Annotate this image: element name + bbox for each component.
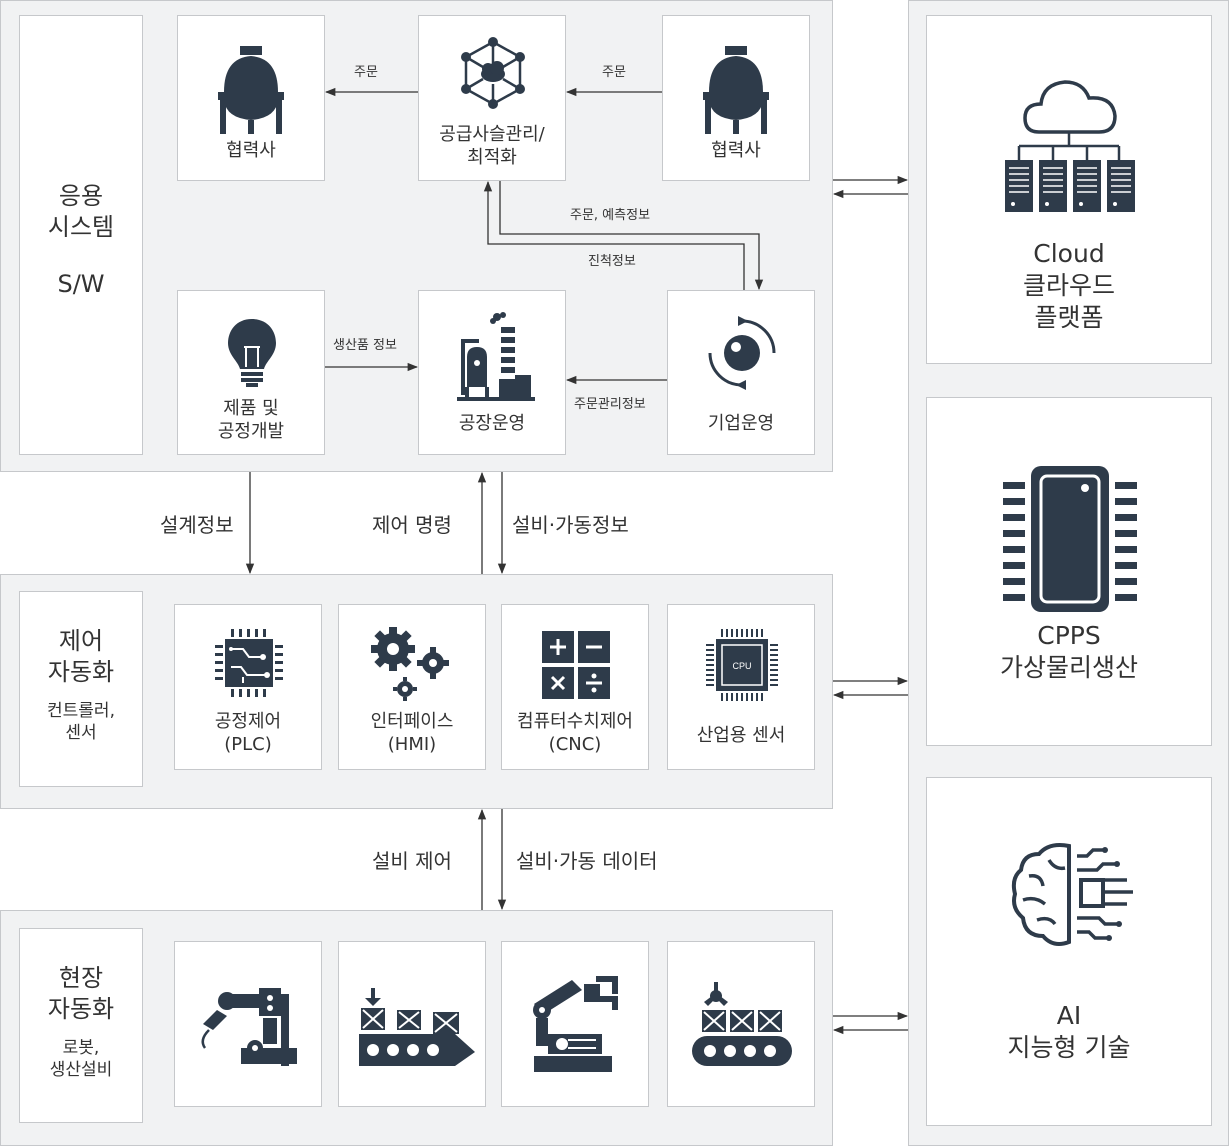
cpps-label-line2: 가상물리생산 (999, 652, 1138, 682)
application-system-label-box: 응용 시스템 S/W (19, 15, 143, 455)
brain-chip-icon (1011, 843, 1133, 946)
gears-icon (371, 627, 449, 701)
partner-right-box: 협력사 (662, 15, 810, 181)
label-control-cmd: 제어 명령 (372, 513, 452, 537)
ai-box: AI 지능형 기술 (926, 777, 1212, 1126)
factory-label: 공장운영 (458, 413, 526, 434)
cloud-label-line1: Cloud (1033, 239, 1105, 268)
eye-cycle-icon (708, 316, 776, 390)
label-order-forecast: 주문, 예측정보 (570, 208, 651, 223)
calculator-icon (542, 631, 610, 699)
mid-sub-line2: 센서 (65, 723, 97, 744)
conveyor-lift-icon (692, 982, 792, 1066)
mid-sub-line1: 컨트롤러, (47, 701, 115, 722)
label-equip-data: 설비·가동 데이터 (516, 849, 658, 873)
partner-left-label: 협력사 (226, 140, 276, 161)
label-design-info: 설계정보 (160, 513, 234, 537)
label-order-right: 주문 (602, 65, 626, 80)
bottom-title-line1: 현장 (58, 964, 104, 992)
conveyor-lift-box (667, 941, 815, 1107)
side-title-line3: S/W (57, 270, 105, 299)
label-equip-control: 설비 제어 (372, 849, 452, 873)
arrow-progress (483, 180, 745, 290)
conveyor-boxes-box (338, 941, 486, 1107)
cpu-text: CPU (732, 661, 751, 671)
bottom-sub-line1: 로봇, (62, 1038, 100, 1059)
chip-icon (1003, 466, 1137, 612)
lightbulb-icon (228, 319, 276, 387)
field-automation-label-box: 현장 자동화 로봇, 생산설비 (19, 928, 143, 1123)
ai-label-line2: 지능형 기술 (1007, 1032, 1131, 1062)
label-product-info: 생산품 정보 (333, 338, 397, 353)
side-title-line1: 응용 (58, 182, 104, 210)
cloud-label-line2: 클라우드 (1022, 270, 1115, 300)
cloud-label-line3: 플랫폼 (1034, 302, 1104, 332)
cpps-box: CPPS 가상물리생산 (926, 397, 1212, 746)
bottom-title-line2: 자동화 (47, 995, 115, 1024)
mid-title-line1: 제어 (58, 627, 104, 655)
control-automation-label-box: 제어 자동화 컨트롤러, 센서 (19, 591, 143, 787)
sensor-box: CPU 산업용 센서 (667, 604, 815, 770)
tank-icon (218, 46, 284, 134)
label-progress-info: 진척정보 (588, 254, 636, 269)
scm-label-line2: 최적화 (467, 146, 517, 168)
scm-label-line1: 공급사슬관리/ (439, 124, 545, 145)
mid-title-line2: 자동화 (47, 658, 115, 687)
robot-arm-box (174, 941, 322, 1107)
circuit-chip-icon (215, 629, 283, 697)
cnc-box: 컴퓨터수치제어 (CNC) (501, 604, 649, 770)
factory-box: 공장운영 (418, 290, 566, 455)
partner-left-box: 협력사 (177, 15, 325, 181)
cloud-server-icon (1005, 80, 1135, 212)
partner-right-label: 협력사 (711, 140, 761, 161)
sensor-label: 산업용 센서 (696, 725, 786, 746)
conveyor-icon (359, 988, 475, 1066)
cnc-label-line1: 컴퓨터수치제어 (517, 711, 633, 732)
hmi-label-line2: (HMI) (387, 733, 437, 755)
cpu-icon: CPU (706, 629, 778, 701)
robot-arm-icon (201, 988, 297, 1066)
ai-label-line1: AI (1056, 1001, 1082, 1030)
factory-icon (457, 312, 535, 401)
enterprise-box: 기업운영 (667, 290, 815, 455)
gripper-robot-box (501, 941, 649, 1107)
product-label-line1: 제품 및 (223, 398, 279, 419)
label-order-left: 주문 (354, 65, 378, 80)
label-equip-info: 설비·가동정보 (512, 513, 629, 537)
gripper-robot-icon (533, 976, 618, 1072)
cloud-platform-box: Cloud 클라우드 플랫폼 (926, 15, 1212, 364)
plc-box: 공정제어 (PLC) (174, 604, 322, 770)
cnc-label-line2: (CNC) (548, 733, 602, 755)
network-cloud-icon (461, 37, 525, 109)
hmi-label-line1: 인터페이스 (370, 711, 454, 732)
bottom-sub-line2: 생산설비 (49, 1060, 113, 1081)
cpps-label-line1: CPPS (1037, 621, 1101, 650)
scm-box: 공급사슬관리/ 최적화 (418, 15, 566, 181)
side-title-line2: 시스템 (47, 213, 115, 242)
product-dev-box: 제품 및 공정개발 (177, 290, 325, 455)
plc-label-line1: 공정제어 (214, 711, 282, 732)
tank-icon (703, 46, 769, 134)
plc-label-line2: (PLC) (224, 733, 272, 755)
product-label-line2: 공정개발 (217, 420, 285, 442)
hmi-box: 인터페이스 (HMI) (338, 604, 486, 770)
arrow-order-forecast (499, 181, 764, 291)
label-order-mgmt: 주문관리정보 (574, 397, 646, 412)
enterprise-label: 기업운영 (707, 413, 775, 434)
